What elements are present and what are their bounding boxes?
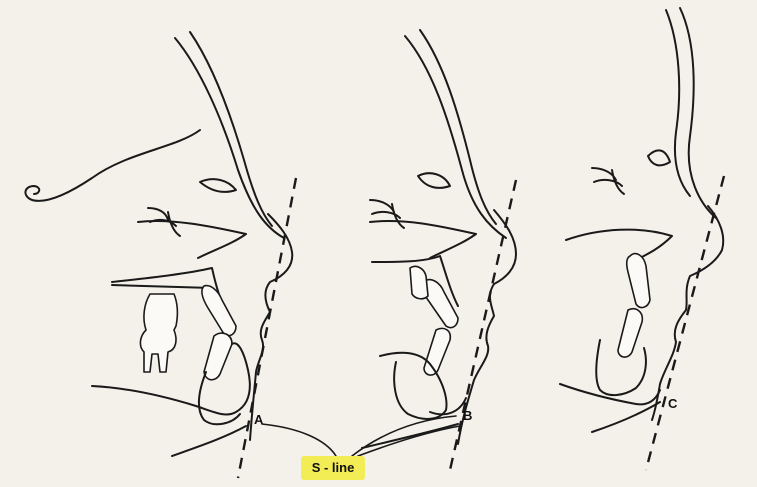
profile-b-chin: [430, 398, 466, 414]
profile-c-palate: [566, 230, 672, 260]
profile-b: B: [362, 30, 516, 470]
leader-to-b-1: [352, 416, 456, 456]
profile-a: A: [25, 32, 296, 478]
profile-c-orbit: [648, 150, 670, 165]
profile-b-orbit: [418, 173, 450, 188]
profile-a-s-line: [238, 178, 296, 478]
s-line-label: S - line: [301, 456, 365, 480]
profile-a-cranial-base: [25, 130, 200, 201]
profile-b-forehead-outer: [405, 36, 506, 238]
profile-c-forehead-inner: [666, 10, 690, 196]
leader-to-a: [262, 424, 336, 456]
profile-a-forehead-inner: [190, 32, 272, 226]
profile-a-incisor-upper: [202, 286, 236, 336]
profile-a-chin-neck: [172, 426, 246, 456]
profile-a-symphysis: [199, 372, 240, 424]
profile-c-incisor-upper: [627, 254, 650, 308]
profile-b-forehead-inner: [420, 30, 496, 224]
profile-a-orbit: [200, 179, 236, 192]
profile-c-neck: [592, 402, 660, 432]
s-line-leaders: [262, 416, 460, 456]
profile-c: C: [560, 8, 724, 470]
profile-a-palate: [138, 221, 246, 258]
profile-a-occlusal-line: [112, 285, 212, 288]
profile-b-fissure: [370, 200, 404, 228]
point-label-b: B: [463, 408, 472, 423]
profile-a-soft-tissue: [250, 214, 292, 440]
profile-a-molar-upper: [140, 294, 177, 372]
profile-c-incisor-lower: [618, 309, 642, 357]
profile-b-incisor-lower: [424, 328, 450, 375]
profile-b-premolar: [410, 266, 428, 298]
profile-b-neck: [362, 424, 458, 448]
profile-c-forehead-outer: [680, 8, 716, 218]
point-label-c: C: [668, 396, 678, 411]
profile-a-incisor-lower: [204, 333, 232, 380]
profile-c-s-line: [646, 176, 724, 470]
profile-a-forehead-outer: [175, 38, 284, 238]
profile-c-fissure: [592, 168, 624, 194]
profile-b-palate: [370, 221, 476, 258]
